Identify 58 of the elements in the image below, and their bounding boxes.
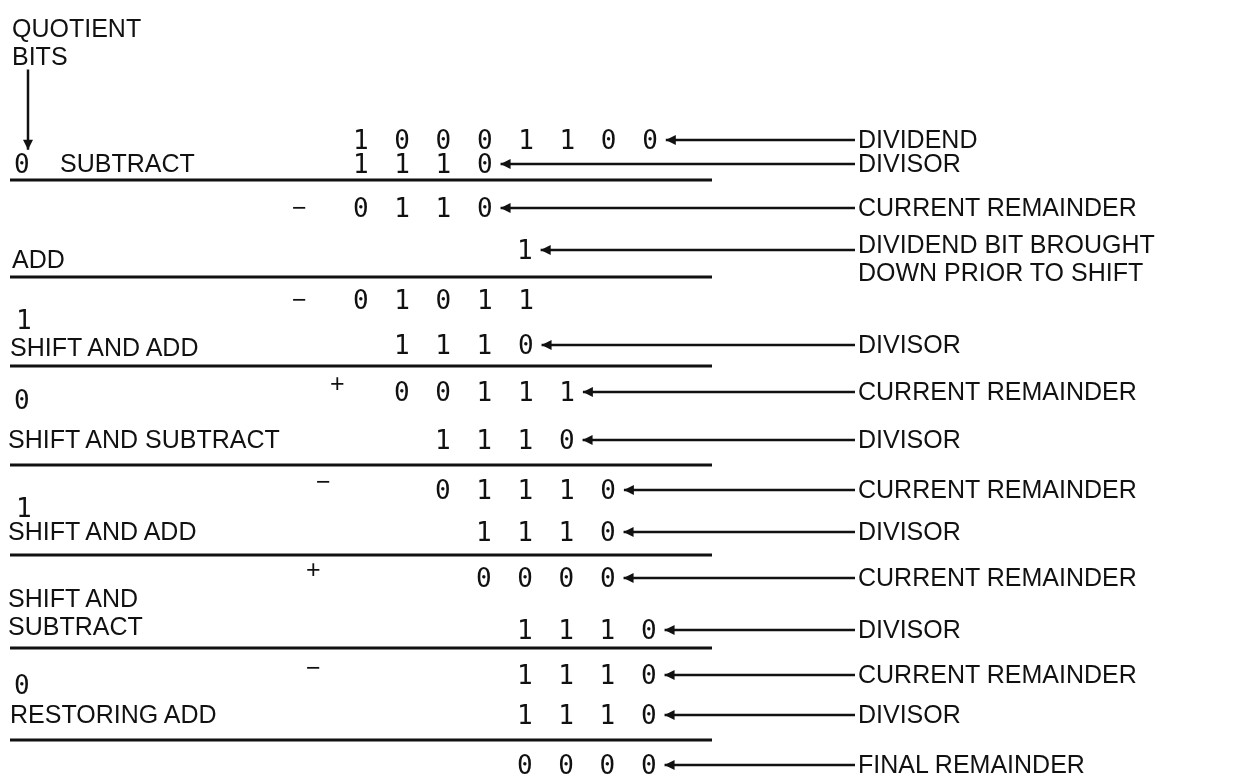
minus-sign: − <box>292 194 307 222</box>
digit-row: 0 0 0 0 <box>476 563 621 593</box>
arrow <box>582 387 855 397</box>
quotient-bit: 0 <box>14 149 35 179</box>
quotient-bit: 0 <box>14 385 35 415</box>
step-label: SHIFT AND ADD <box>10 334 199 362</box>
arrow <box>665 135 855 145</box>
row-label: CURRENT REMAINDER <box>858 564 1137 592</box>
quotient-bits-label: QUOTIENT BITS <box>12 14 152 70</box>
digit-row: 1 1 1 0 <box>517 700 662 730</box>
arrow <box>23 69 33 150</box>
row-label: DIVIDEND BIT BROUGHT DOWN PRIOR TO SHIFT <box>858 230 1228 286</box>
digit-row: 0 1 1 1 0 <box>435 475 621 505</box>
digit-row: 0 1 1 0 <box>353 193 498 223</box>
step-label: SHIFT AND SUBTRACT <box>8 584 144 640</box>
row-label: DIVISOR <box>858 616 961 644</box>
plus-sign: + <box>330 370 345 398</box>
arrow <box>500 159 855 169</box>
arrow <box>664 625 855 635</box>
row-label: DIVISOR <box>858 701 961 729</box>
digit-row: 1 1 1 0 <box>394 330 539 360</box>
minus-sign: − <box>316 468 331 496</box>
arrow <box>664 710 855 720</box>
arrow <box>500 203 855 213</box>
step-label: ADD <box>12 246 65 274</box>
digit-row: 0 0 0 0 <box>517 750 662 780</box>
row-label: DIVISOR <box>858 331 961 359</box>
digit-row: 1 1 1 0 <box>517 660 662 690</box>
step-label: SUBTRACT <box>60 150 195 178</box>
digit-row: 1 1 1 0 <box>517 615 662 645</box>
arrow <box>623 527 855 537</box>
row-label: DIVISOR <box>858 518 961 546</box>
plus-sign: + <box>306 556 321 584</box>
digit-row: 1 <box>517 235 538 265</box>
arrow <box>541 340 855 350</box>
row-label: CURRENT REMAINDER <box>858 194 1137 222</box>
row-label: CURRENT REMAINDER <box>858 476 1137 504</box>
quotient-bit: 1 <box>16 305 37 335</box>
quotient-bit: 0 <box>14 670 35 700</box>
row-label: DIVISOR <box>858 426 961 454</box>
digit-row: 1 1 1 0 <box>353 149 498 179</box>
step-label: SHIFT AND SUBTRACT <box>8 426 280 454</box>
arrow <box>540 245 855 255</box>
row-label: FINAL REMAINDER <box>858 751 1085 779</box>
arrow <box>582 435 855 445</box>
minus-sign: − <box>292 286 307 314</box>
arrow <box>623 485 855 495</box>
digit-row: 0 0 1 1 1 <box>394 377 580 407</box>
row-label: CURRENT REMAINDER <box>858 378 1137 406</box>
digit-row: 1 1 1 0 <box>476 517 621 547</box>
digit-row: 1 1 1 0 <box>435 425 580 455</box>
arrow <box>664 670 855 680</box>
arrow <box>623 573 855 583</box>
arrow <box>664 760 855 770</box>
step-label: RESTORING ADD <box>10 701 217 729</box>
row-label: CURRENT REMAINDER <box>858 661 1137 689</box>
digit-row: 0 1 0 1 1 <box>353 285 539 315</box>
minus-sign: − <box>306 654 321 682</box>
